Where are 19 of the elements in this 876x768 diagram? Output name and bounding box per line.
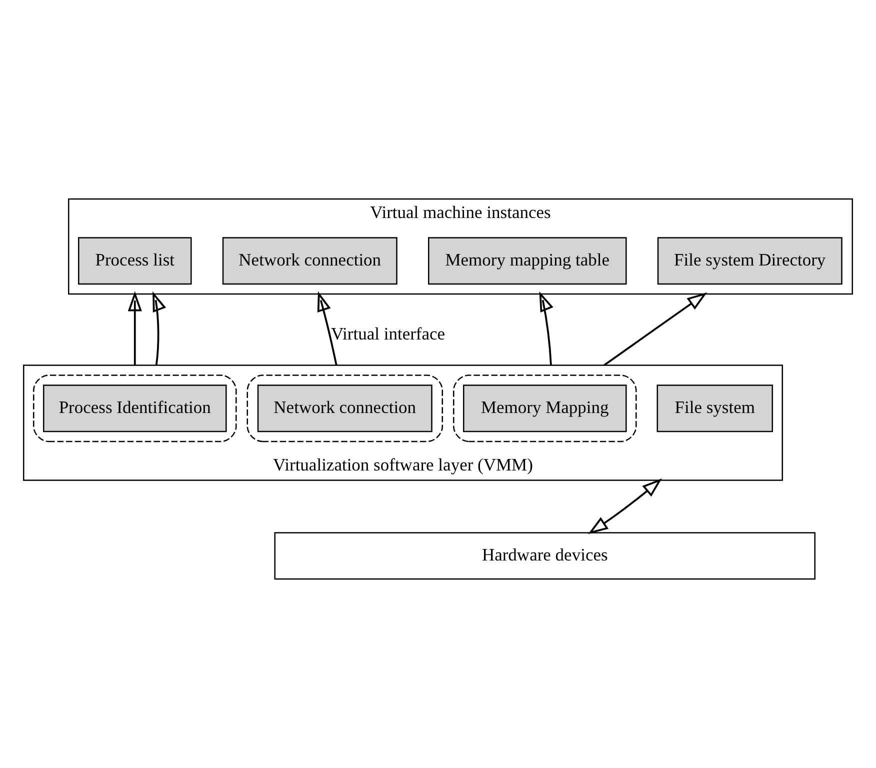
arrow bbox=[588, 478, 662, 534]
cluster bbox=[246, 374, 443, 442]
node-box: File system bbox=[656, 384, 773, 432]
node-box: Network connection bbox=[257, 384, 432, 432]
arrow bbox=[539, 291, 554, 366]
cluster bbox=[453, 374, 637, 442]
node-box: Process list bbox=[78, 237, 192, 285]
node-box: Hardware devices bbox=[274, 532, 816, 580]
arrow bbox=[604, 292, 708, 366]
edge-label: Virtual interface bbox=[330, 323, 446, 344]
cluster bbox=[33, 374, 237, 442]
node-box: Memory mapping table bbox=[428, 237, 627, 285]
arrow bbox=[128, 291, 142, 366]
node-box: Network connection bbox=[222, 237, 398, 285]
arrow bbox=[152, 291, 166, 366]
node-box: File system Directory bbox=[657, 237, 842, 285]
node-box: Memory Mapping bbox=[463, 384, 627, 432]
arrow bbox=[317, 291, 338, 366]
node-box: Process Identification bbox=[43, 384, 227, 432]
